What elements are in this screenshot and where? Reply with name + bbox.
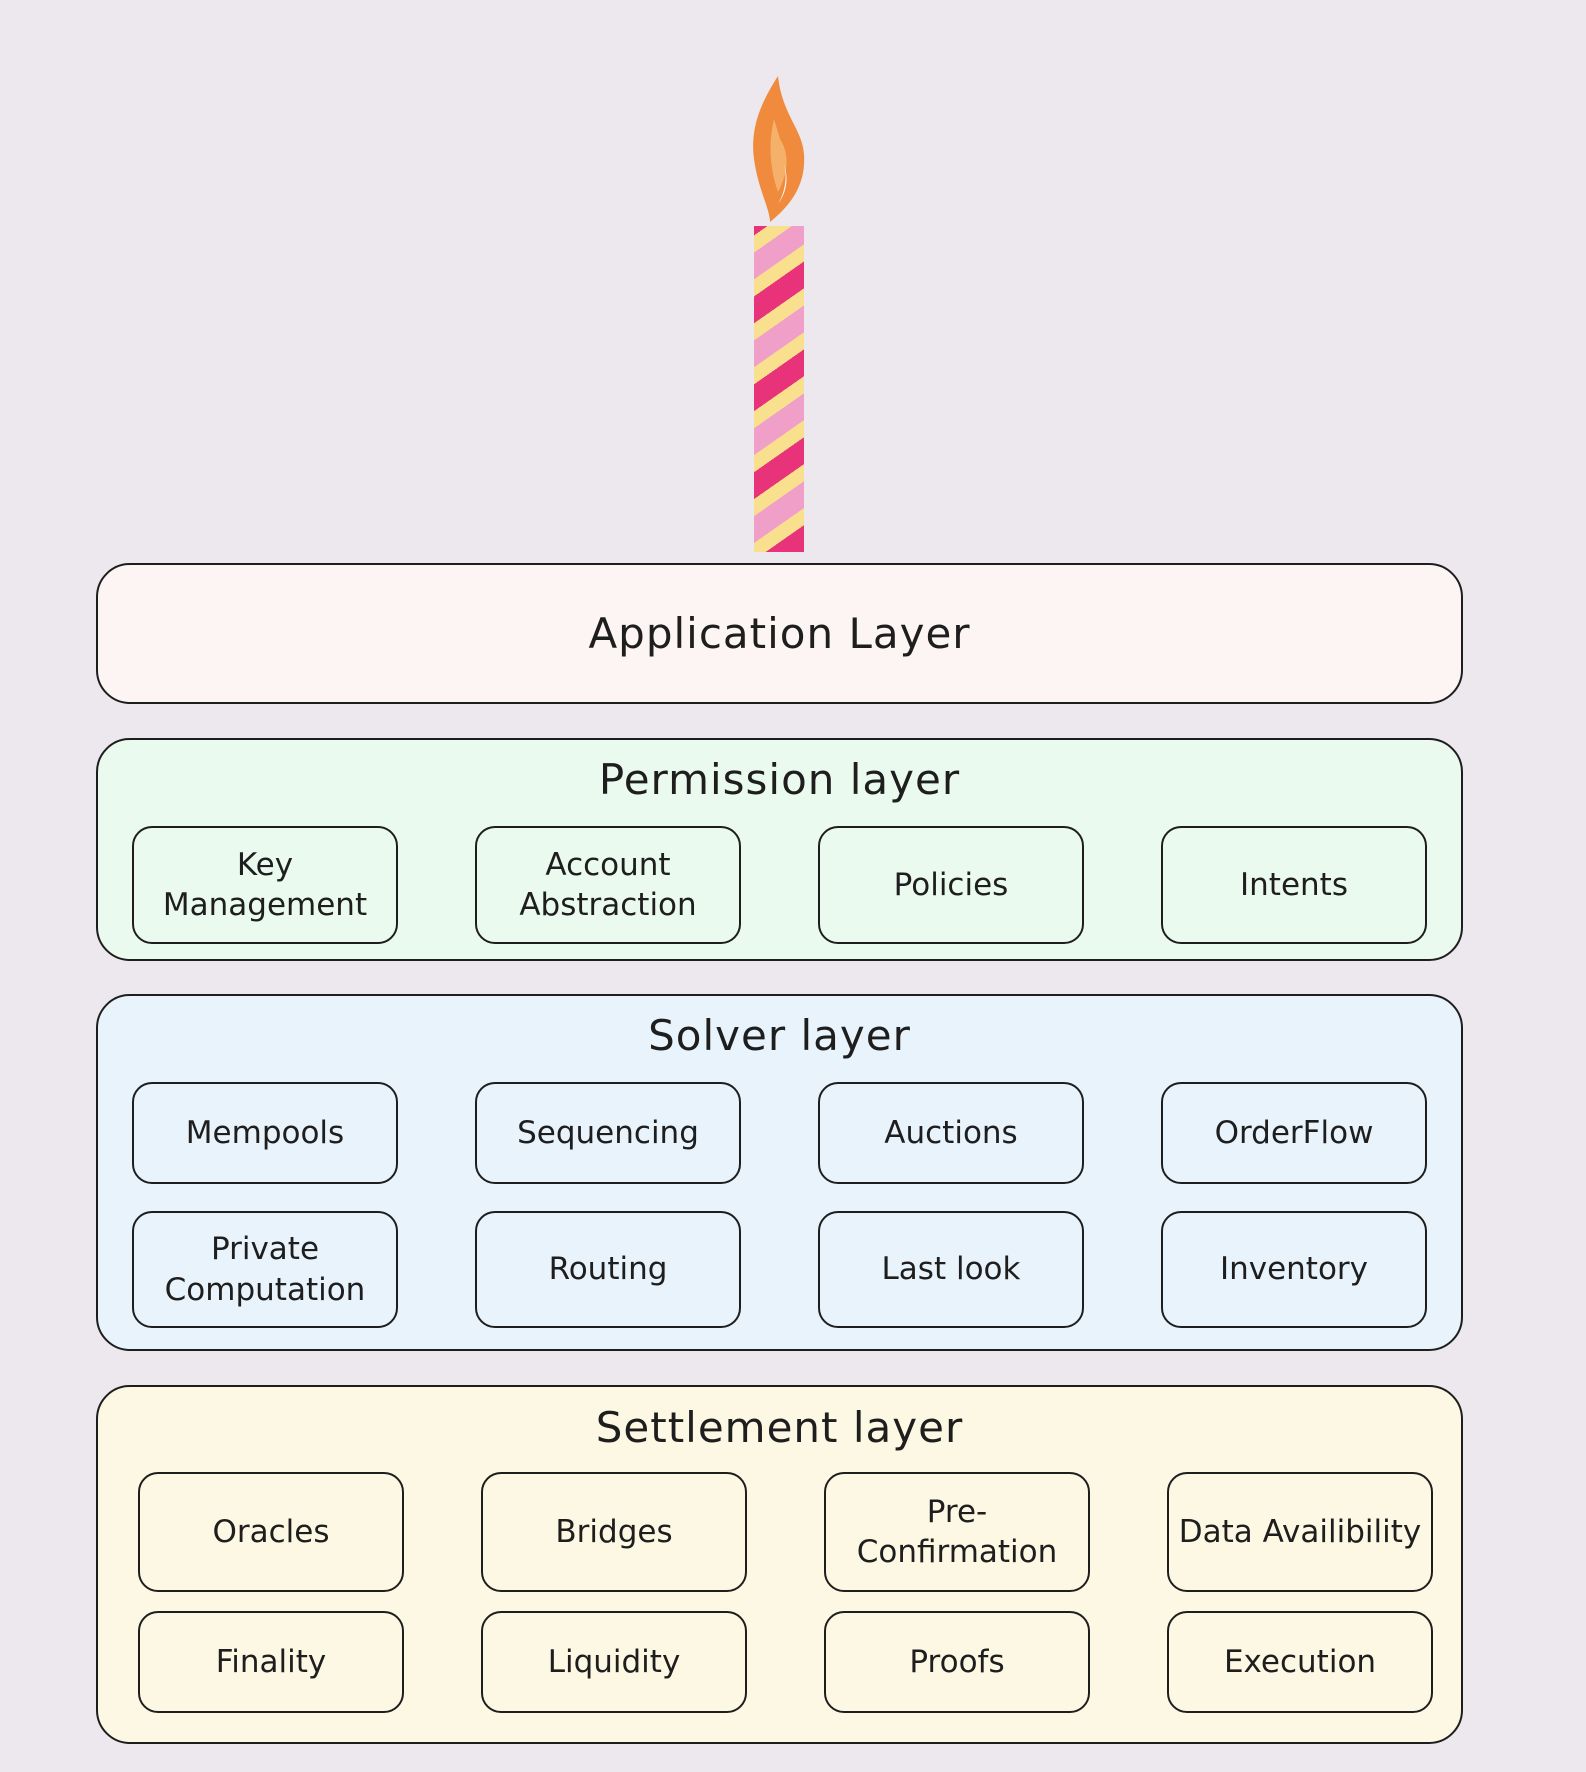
solver-layer-title: Solver layer <box>648 1011 911 1060</box>
permission-layer-title: Permission layer <box>598 755 961 804</box>
box-data-availability: Data Availibility <box>1167 1472 1433 1592</box>
permission-layer: Permission layer Key Management Account … <box>96 738 1463 961</box>
box-auctions: Auctions <box>818 1082 1084 1184</box>
box-bridges: Bridges <box>481 1472 747 1592</box>
box-liquidity: Liquidity <box>481 1611 747 1713</box>
box-mempools: Mempools <box>132 1082 398 1184</box>
box-inventory: Inventory <box>1161 1211 1427 1328</box>
box-pre-confirmation: Pre-Confirmation <box>824 1472 1090 1592</box>
settlement-layer-title: Settlement layer <box>595 1403 964 1452</box>
box-oracles: Oracles <box>138 1472 404 1592</box>
box-account-abstraction: Account Abstraction <box>475 826 741 944</box>
box-sequencing: Sequencing <box>475 1082 741 1184</box>
application-layer: Application Layer <box>96 563 1463 704</box>
candle-flame-icon <box>753 76 805 222</box>
settlement-layer: Settlement layer Oracles Bridges Pre-Con… <box>96 1385 1463 1744</box>
box-intents: Intents <box>1161 826 1427 944</box>
box-execution: Execution <box>1167 1611 1433 1713</box>
box-policies: Policies <box>818 826 1084 944</box>
box-orderflow: OrderFlow <box>1161 1082 1427 1184</box>
candle <box>754 226 804 552</box>
box-finality: Finality <box>138 1611 404 1713</box>
box-last-look: Last look <box>818 1211 1084 1328</box>
box-private-computation: Private Computation <box>132 1211 398 1328</box>
application-layer-title: Application Layer <box>588 609 971 658</box>
box-key-management: Key Management <box>132 826 398 944</box>
box-routing: Routing <box>475 1211 741 1328</box>
box-proofs: Proofs <box>824 1611 1090 1713</box>
solver-layer: Solver layer Mempools Sequencing Auction… <box>96 994 1463 1351</box>
